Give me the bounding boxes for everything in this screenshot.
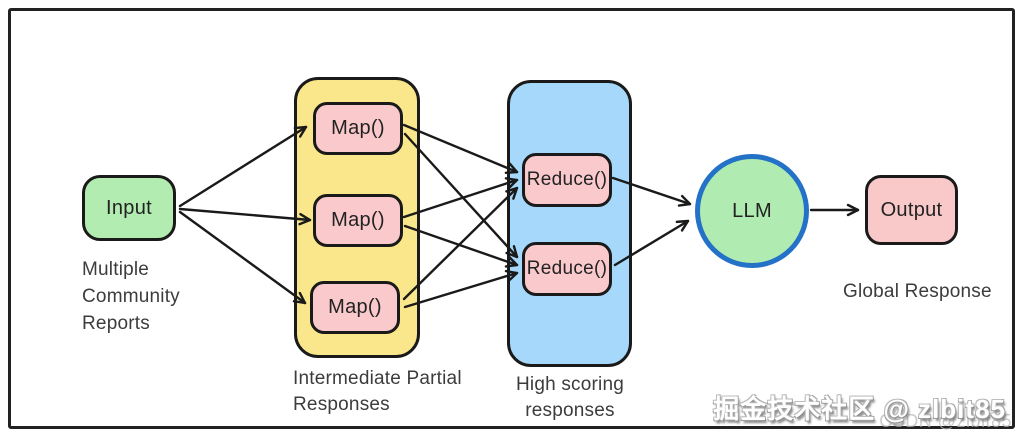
- map-node-1: Map(): [313, 102, 403, 155]
- reduce-stage-container: [507, 80, 632, 367]
- map-node-3: Map(): [310, 281, 400, 334]
- map-node-3-label: Map(): [328, 296, 382, 318]
- output-node-label: Output: [880, 198, 943, 221]
- reduce-node-1-label: Reduce(): [526, 169, 608, 190]
- map-node-2-label: Map(): [331, 209, 385, 231]
- input-caption: Multiple Community Reports: [82, 259, 180, 334]
- reduce-node-1: Reduce(): [522, 153, 612, 207]
- input-node-label: Input: [106, 196, 152, 219]
- watermark-juejin: 掘金技术社区 @ zlbit85: [713, 394, 1006, 424]
- reduce-node-2: Reduce(): [522, 242, 612, 296]
- llm-node-label: LLM: [732, 199, 772, 222]
- output-node: Output: [865, 175, 958, 245]
- reduce-node-2-label: Reduce(): [526, 258, 608, 279]
- output-caption: Global Response: [843, 281, 992, 302]
- reduce-stage-caption: High scoring responses: [515, 374, 624, 421]
- watermark-csdn: CSDN @zlbit85: [879, 411, 1012, 431]
- input-node: Input: [82, 175, 176, 241]
- map-node-1-label: Map(): [331, 117, 385, 139]
- map-node-2: Map(): [313, 194, 403, 247]
- llm-node: LLM: [695, 154, 809, 268]
- map-stage-caption: Intermediate Partial Responses: [293, 368, 462, 415]
